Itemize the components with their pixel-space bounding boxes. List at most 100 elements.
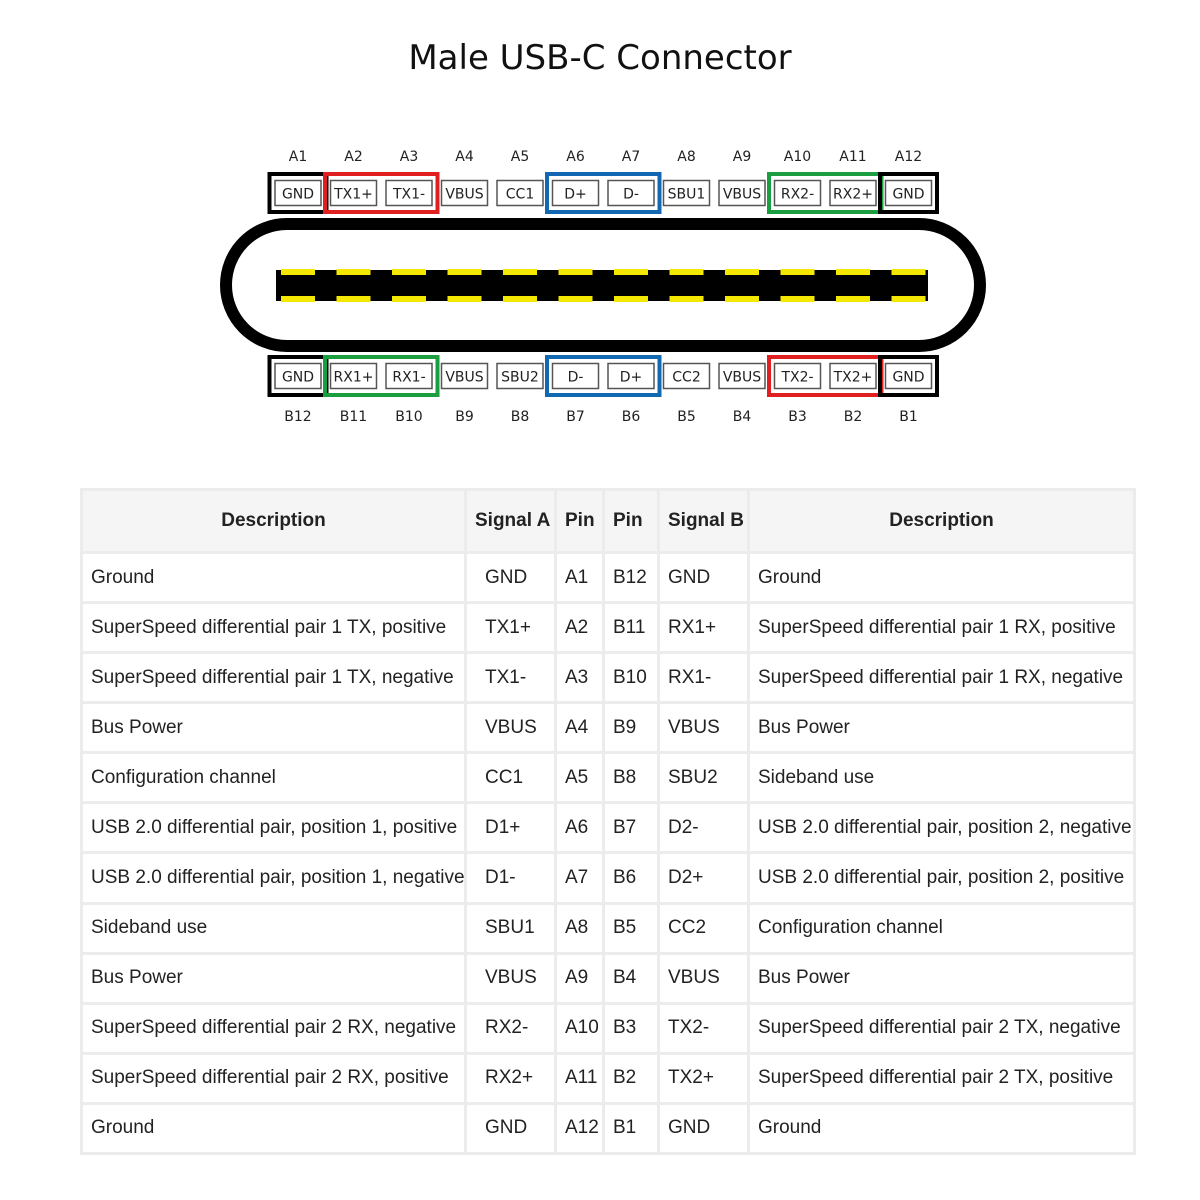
cell-pin-a: A7 (554, 851, 605, 905)
top-pin-signal: D- (623, 187, 639, 203)
cell-description-a: Sideband use (80, 901, 467, 955)
top-pin-box (884, 179, 933, 207)
cell-pin-a: A2 (554, 601, 605, 655)
top-pin-box (829, 179, 877, 207)
top-group-outline (545, 172, 662, 214)
cell-pin-a: A8 (554, 901, 605, 955)
cell-signal-a: VBUS (464, 701, 557, 755)
contact-bottom (836, 296, 870, 302)
top-pin-label: A7 (622, 149, 640, 165)
bottom-pin-signal: SBU2 (501, 370, 539, 386)
bottom-pin-label: B2 (844, 409, 863, 425)
bottom-pin-box (329, 362, 378, 390)
cell-signal-a: TX1+ (464, 601, 557, 655)
cell-signal-a: SBU1 (464, 901, 557, 955)
cell-signal-b: GND (657, 550, 750, 605)
cell-pin-a: A9 (554, 951, 605, 1005)
top-pin-signal: TX1+ (333, 187, 373, 203)
contact-bottom (447, 296, 482, 302)
top-pin-label: A3 (400, 149, 418, 165)
cell-description-a: Ground (80, 1101, 467, 1156)
bottom-group-outline (878, 355, 939, 397)
contact-bottom (669, 296, 704, 302)
cell-pin-b: B2 (602, 1051, 660, 1105)
cell-description-b: Ground (747, 1101, 1136, 1156)
table-row: SuperSpeed differential pair 2 RX, negat… (80, 1001, 1136, 1055)
table-row: SuperSpeed differential pair 2 RX, posit… (80, 1051, 1136, 1105)
contact-top (558, 269, 593, 275)
cell-signal-b: D2+ (657, 851, 750, 905)
cell-description-a: SuperSpeed differential pair 1 TX, negat… (80, 651, 467, 705)
bottom-pin-box (718, 362, 766, 390)
contact-bottom (336, 296, 371, 302)
top-pin-box (773, 179, 822, 207)
bottom-pin-box (274, 362, 322, 390)
cell-pin-b: B4 (602, 951, 660, 1005)
top-pin-signal: VBUS (445, 187, 483, 203)
cell-pin-b: B12 (602, 550, 660, 605)
cell-pin-a: A10 (554, 1001, 605, 1055)
cell-signal-a: RX2- (464, 1001, 557, 1055)
bottom-pin-signal: TX2+ (833, 370, 873, 386)
cell-signal-a: D1+ (464, 801, 557, 855)
cell-pin-a: A4 (554, 701, 605, 755)
cell-pin-b: B9 (602, 701, 660, 755)
bottom-pin-signal: RX1+ (334, 370, 374, 386)
bottom-pin-box (662, 362, 711, 390)
cell-description-b: Sideband use (747, 751, 1136, 805)
top-pin-box (385, 179, 433, 207)
contact-bottom (558, 296, 593, 302)
cell-pin-b: B7 (602, 801, 660, 855)
top-pin-label: A6 (566, 149, 585, 165)
top-pin-label: A2 (344, 149, 362, 165)
top-pin-box (440, 179, 489, 207)
cell-description-b: USB 2.0 differential pair, position 2, n… (747, 801, 1136, 855)
contact-top (614, 269, 648, 275)
top-pin-signal: RX2+ (833, 187, 873, 203)
contact-top (281, 269, 315, 275)
page-title: Male USB-C Connector (408, 38, 792, 78)
bottom-pin-label: B11 (340, 409, 367, 425)
cell-signal-a: TX1- (464, 651, 557, 705)
bottom-group-outline (545, 355, 662, 397)
cell-pin-a: A5 (554, 751, 605, 805)
pinout-table: Description Signal A Pin Pin Signal B De… (80, 488, 1136, 1156)
bottom-pin-signal: D+ (620, 370, 643, 386)
cell-signal-b: SBU2 (657, 751, 750, 805)
cell-description-b: Bus Power (747, 951, 1136, 1005)
cell-signal-a: VBUS (464, 951, 557, 1005)
bottom-pin-box (884, 362, 933, 390)
contact-top (503, 269, 537, 275)
top-pin-signal: GND (282, 187, 314, 203)
cell-description-a: Configuration channel (80, 751, 467, 805)
cell-pin-a: A3 (554, 651, 605, 705)
bottom-pin-label: B12 (284, 409, 311, 425)
bottom-pin-box (440, 362, 489, 390)
bottom-pin-box (607, 362, 655, 390)
cell-description-b: Configuration channel (747, 901, 1136, 955)
contact-bottom (503, 296, 537, 302)
cell-signal-a: D1- (464, 851, 557, 905)
header-signal-b: Signal B (657, 488, 750, 554)
bottom-pin-box (551, 362, 600, 390)
bottom-group-outline (323, 355, 440, 397)
cell-signal-b: RX1+ (657, 601, 750, 655)
top-pin-label: A4 (455, 149, 474, 165)
bottom-pin-signal: TX2- (780, 370, 813, 386)
bottom-pin-label: B5 (677, 409, 696, 425)
top-pin-signal: SBU1 (668, 187, 706, 203)
cell-pin-b: B10 (602, 651, 660, 705)
bottom-pin-signal: D- (568, 370, 584, 386)
top-pin-signal: VBUS (723, 187, 761, 203)
cell-description-a: SuperSpeed differential pair 2 RX, negat… (80, 1001, 467, 1055)
contact-bottom (725, 296, 759, 302)
bottom-pin-box (773, 362, 822, 390)
bottom-pin-label: B8 (511, 409, 530, 425)
top-pin-signal: CC1 (506, 187, 534, 203)
contact-top (392, 269, 426, 275)
table-row: SuperSpeed differential pair 1 TX, posit… (80, 601, 1136, 655)
